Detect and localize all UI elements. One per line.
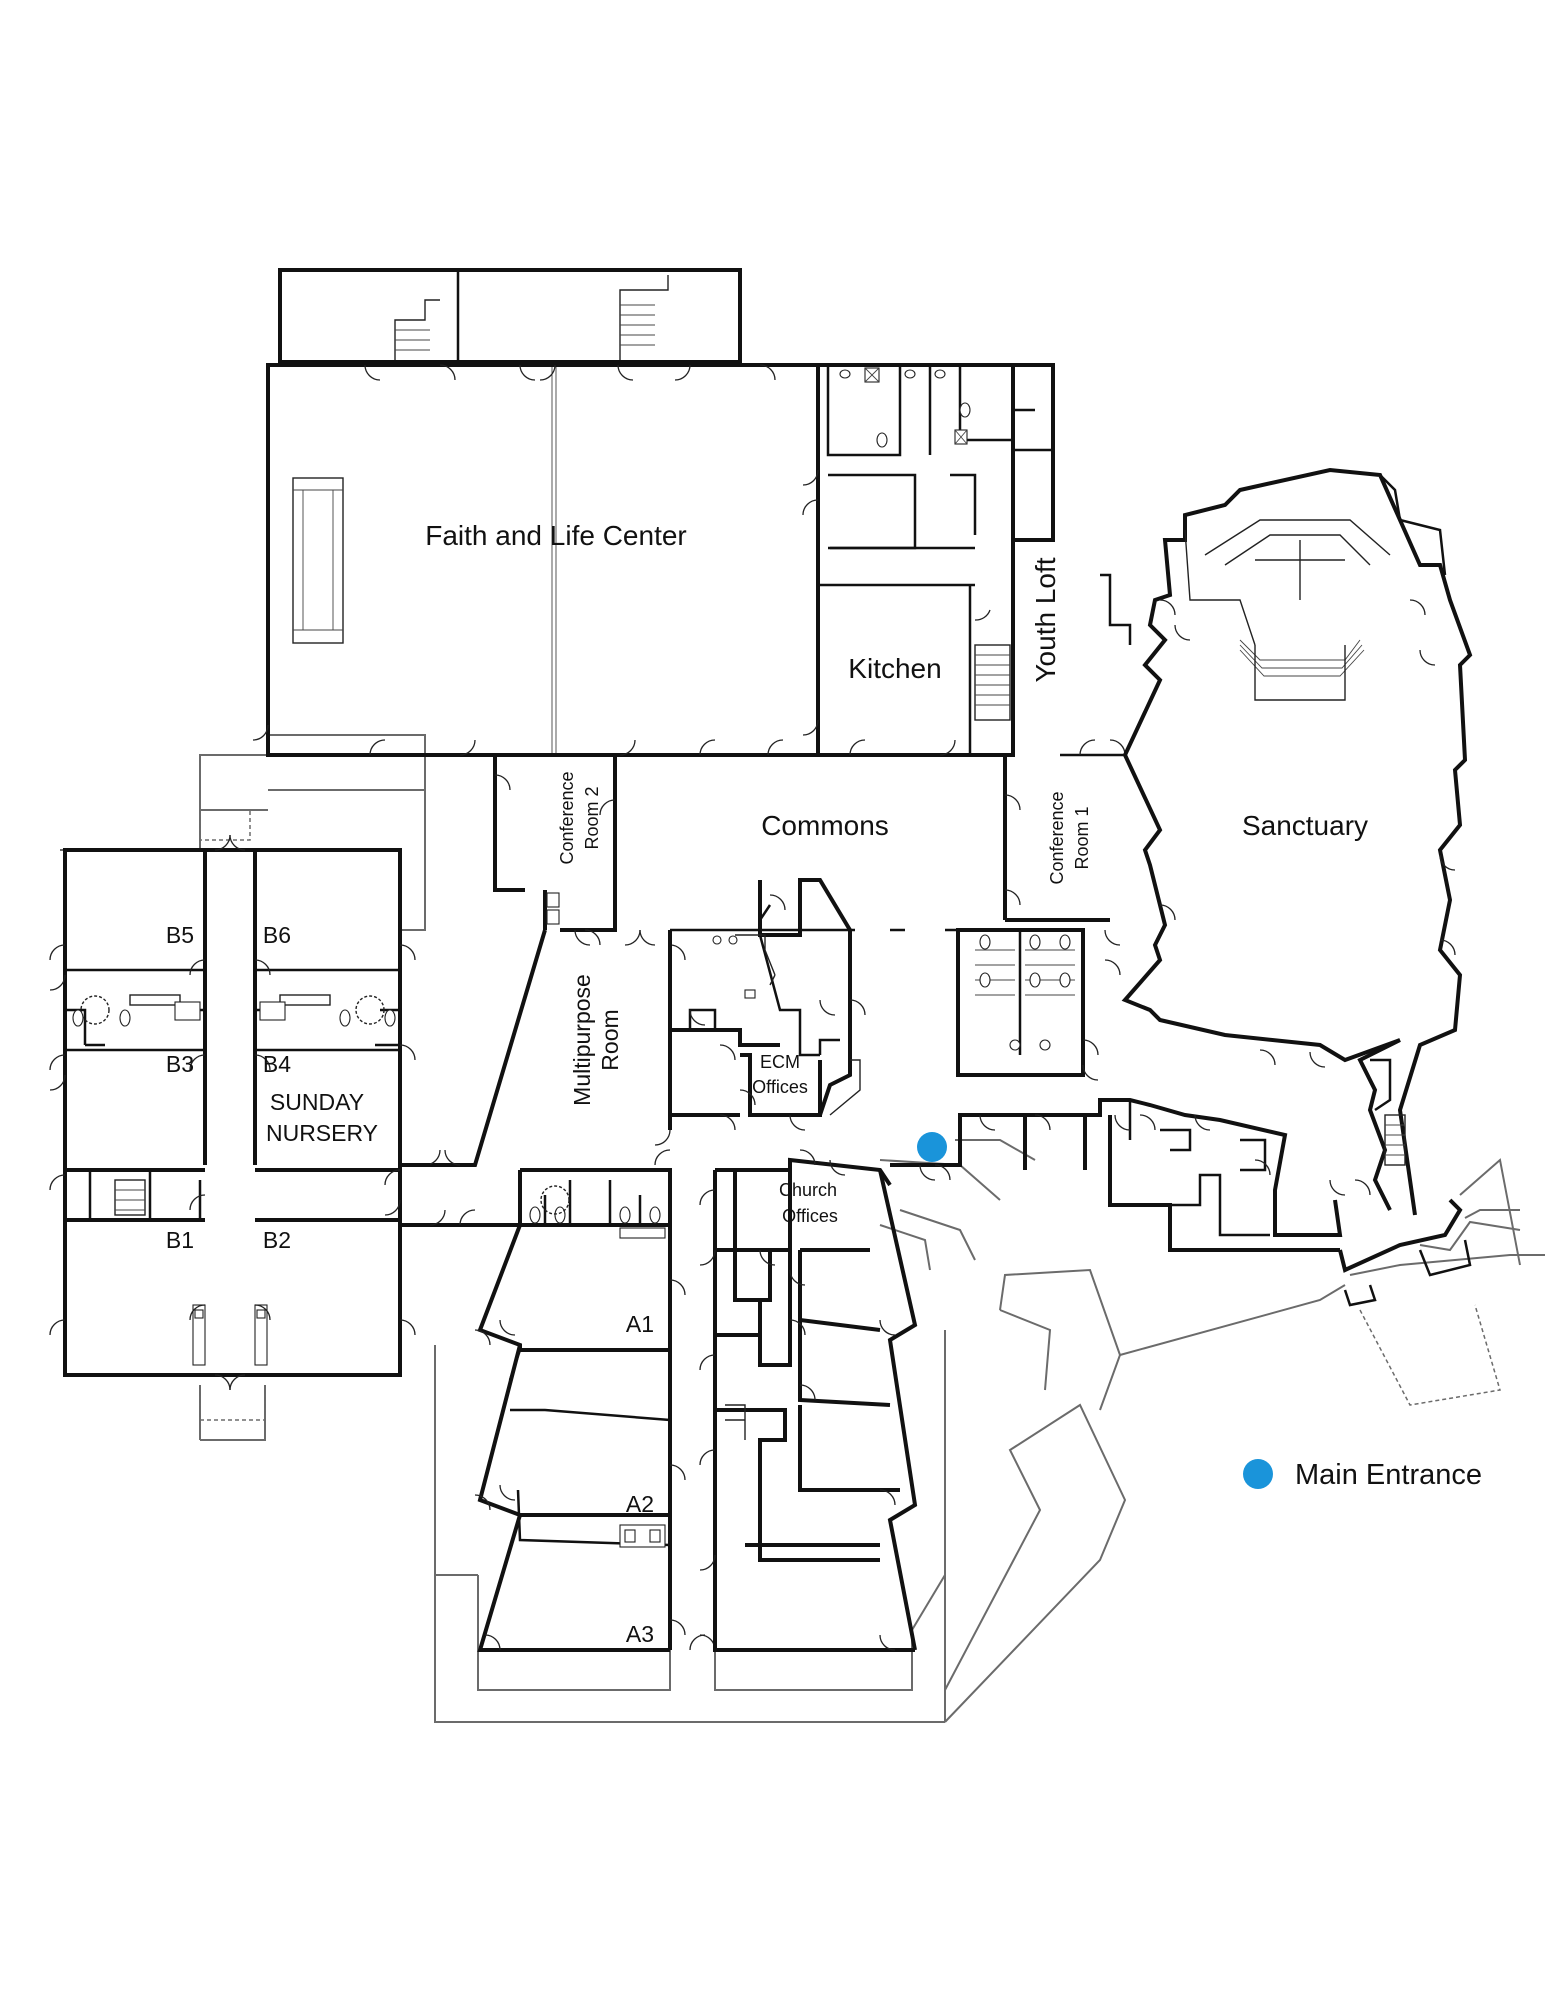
room-labels: Faith and Life Center Kitchen Youth Loft…	[166, 520, 1368, 1647]
multipurpose-walls	[430, 929, 672, 1167]
label-b5: B5	[166, 922, 194, 948]
center-restroom-walls	[956, 928, 1085, 1077]
label-youth-loft: Youth Loft	[1030, 557, 1061, 682]
label-sunday-nursery-line1: SUNDAY	[270, 1089, 364, 1115]
label-conference-room-1-line2: Room 1	[1072, 806, 1092, 869]
label-ecm-offices-line2: Offices	[752, 1077, 808, 1097]
label-multipurpose-room-line2: Room	[597, 1009, 623, 1070]
label-conference-room-2-line2: Room 2	[582, 786, 602, 849]
legend-label-main-entrance: Main Entrance	[1295, 1459, 1482, 1491]
connector-corridor	[400, 1163, 520, 1227]
faith-life-center-walls	[266, 268, 1055, 757]
sanctuary-doors	[1159, 599, 1456, 1068]
label-a2: A2	[626, 1491, 654, 1517]
label-faith-life-center: Faith and Life Center	[425, 520, 687, 551]
label-a1: A1	[626, 1311, 654, 1337]
multipurpose-doors	[424, 929, 671, 1166]
ecm-doors	[669, 894, 866, 1131]
label-a3: A3	[626, 1621, 654, 1647]
label-conference-room-2-line1: Conference	[557, 771, 577, 864]
east-offices-doors	[979, 1114, 1371, 1196]
label-sunday-nursery-line2: NURSERY	[266, 1120, 378, 1146]
church-offices-walls	[713, 1157, 918, 1652]
legend-marker	[1243, 1459, 1273, 1489]
label-b4: B4	[263, 1051, 291, 1077]
sanctuary-walls	[1100, 467, 1473, 1216]
label-ecm-offices-line1: ECM	[760, 1052, 800, 1072]
faith-center-doors	[252, 364, 991, 756]
label-b6: B6	[263, 922, 291, 948]
b-wing-doors	[49, 834, 416, 1391]
entrance-vestibule	[890, 1163, 951, 1181]
label-sanctuary: Sanctuary	[1242, 810, 1368, 841]
east-offices-walls	[930, 1038, 1472, 1307]
a-wing-walls	[477, 1168, 672, 1652]
a-wing-doors	[474, 1279, 716, 1651]
label-b2: B2	[263, 1227, 291, 1253]
label-commons: Commons	[761, 810, 889, 841]
church-offices-doors	[699, 1149, 896, 1651]
label-conference-room-1-line1: Conference	[1047, 791, 1067, 884]
label-church-offices-line2: Offices	[782, 1206, 838, 1226]
label-multipurpose-room-line1: Multipurpose	[569, 974, 595, 1106]
center-restroom-doors	[1082, 929, 1121, 1081]
label-b3: B3	[166, 1051, 194, 1077]
main-entrance-marker	[917, 1132, 947, 1162]
label-kitchen: Kitchen	[848, 653, 941, 684]
commons-walls	[493, 753, 1125, 932]
label-b1: B1	[166, 1227, 194, 1253]
legend: Main Entrance	[1243, 1459, 1482, 1491]
b-wing-walls	[63, 848, 402, 1377]
label-church-offices-line1: Church	[779, 1180, 837, 1200]
